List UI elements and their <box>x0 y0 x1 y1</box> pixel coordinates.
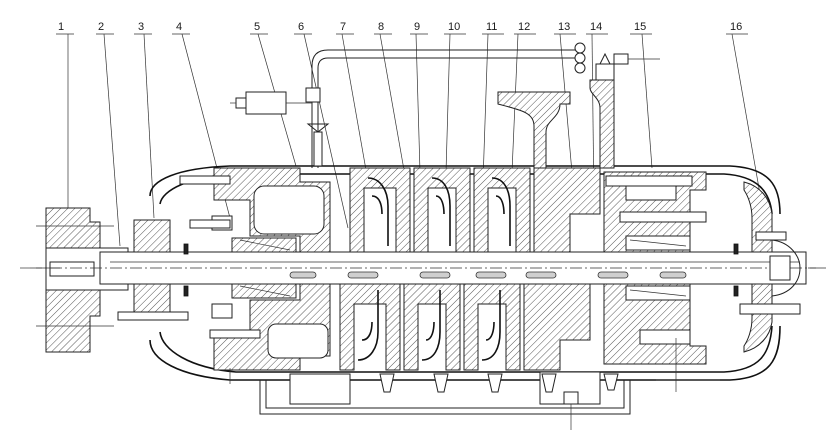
callout-label-16: 16 <box>730 21 742 33</box>
callout-16: 16 <box>726 21 761 195</box>
shaft-key-slots <box>289 271 687 279</box>
right-seal-section <box>603 171 707 365</box>
callout-label-6: 6 <box>298 21 304 33</box>
callout-7: 7 <box>336 21 367 171</box>
callout-label-1: 1 <box>58 21 64 33</box>
callout-3: 3 <box>134 21 155 219</box>
callout-label-4: 4 <box>176 21 182 33</box>
callout-label-11: 11 <box>486 21 497 33</box>
drain-plugs <box>379 373 619 393</box>
callout-label-3: 3 <box>138 21 144 33</box>
impellers-upper <box>367 177 511 246</box>
gauge-valve <box>230 87 330 167</box>
callout-10: 10 <box>444 21 466 173</box>
left-tie-bolts <box>117 175 261 339</box>
callout-label-5: 5 <box>254 21 260 33</box>
shaft <box>30 251 816 285</box>
callout-label-14: 14 <box>590 21 602 33</box>
callout-label-12: 12 <box>518 21 530 33</box>
callout-8: 8 <box>374 21 405 171</box>
callout-label-7: 7 <box>340 21 346 33</box>
balance-pipe <box>311 42 660 168</box>
callout-15: 15 <box>630 21 653 169</box>
callout-13: 13 <box>554 21 576 197</box>
callout-label-8: 8 <box>378 21 384 33</box>
mounting-feet <box>259 371 631 430</box>
callout-label-2: 2 <box>98 21 104 33</box>
callout-1: 1 <box>56 21 74 210</box>
stage-diffusers-upper <box>349 167 601 253</box>
callout-label-15: 15 <box>634 21 646 33</box>
end-cover <box>733 181 801 353</box>
callout-label-9: 9 <box>414 21 420 33</box>
center-lines <box>20 267 826 392</box>
stage-diffusers-lower <box>339 283 591 371</box>
callout-6: 6 <box>294 21 349 229</box>
impellers-lower <box>357 290 501 361</box>
callout-label-10: 10 <box>448 21 460 33</box>
callout-label-13: 13 <box>558 21 570 33</box>
discharge-casing <box>497 52 615 169</box>
callout-2: 2 <box>96 21 121 247</box>
callout-9: 9 <box>410 21 428 173</box>
